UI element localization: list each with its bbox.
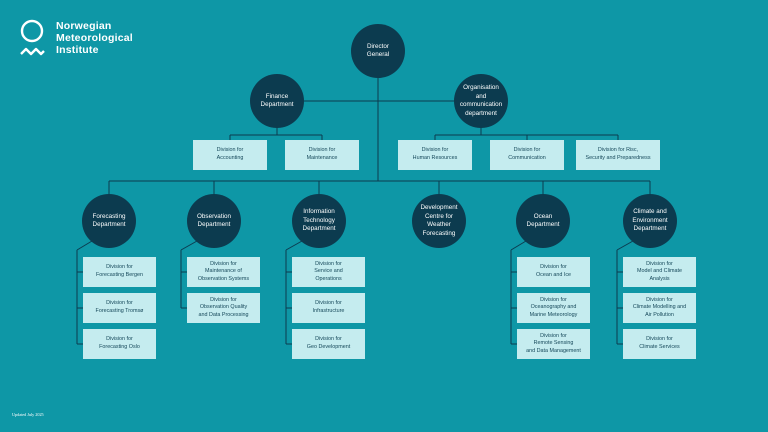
updated-date: Updated July 2025 bbox=[12, 412, 44, 417]
division-forecasting-tromso: Division for Forecasting Tromsø bbox=[83, 293, 156, 323]
institute-name: Norwegian Meteorological Institute bbox=[56, 20, 133, 57]
development-centre-node: Development Centre for Weather Forecasti… bbox=[412, 194, 466, 248]
division-service-operations: Division for Service and Operations bbox=[292, 257, 365, 287]
met-logo-icon bbox=[20, 19, 45, 56]
climate-department-node: Climate and Environment Department bbox=[623, 194, 677, 248]
division-forecasting-bergen: Division for Forecasting Bergen bbox=[83, 257, 156, 287]
division-human-resources: Division for Human Resources bbox=[398, 140, 472, 170]
director-general-node: Director General bbox=[351, 24, 405, 78]
division-observation-quality: Division for Observation Quality and Dat… bbox=[187, 293, 260, 323]
it-department-node: Information Technology Department bbox=[292, 194, 346, 248]
finance-department-node: Finance Department bbox=[250, 74, 304, 128]
division-model-climate: Division for Model and Climate Analysis bbox=[623, 257, 696, 287]
logo: Norwegian Meteorological Institute bbox=[20, 19, 155, 61]
division-remote-sensing: Division for Remote Sensing and Data Man… bbox=[517, 329, 590, 359]
connector-line bbox=[180, 240, 198, 251]
division-maintenance: Division for Maintenance bbox=[285, 140, 359, 170]
division-infrastructure: Division for Infrastructure bbox=[292, 293, 365, 323]
connector-line bbox=[76, 240, 93, 251]
ocean-department-node: Ocean Department bbox=[516, 194, 570, 248]
division-climate-services: Division for Climate Services bbox=[623, 329, 696, 359]
organisation-department-node: Organisation and communication departmen… bbox=[454, 74, 508, 128]
forecasting-department-node: Forecasting Department bbox=[82, 194, 136, 248]
division-risc-security: Division for Risc, Security and Prepared… bbox=[576, 140, 660, 170]
connector-line bbox=[616, 240, 634, 251]
observation-department-node: Observation Department bbox=[187, 194, 241, 248]
division-ocean-ice: Division for Ocean and Ice bbox=[517, 257, 590, 287]
connector-line bbox=[510, 240, 527, 251]
division-oceanography: Division for Oceanography and Marine Met… bbox=[517, 293, 590, 323]
division-communication: Division for Communication bbox=[490, 140, 564, 170]
division-observation-maintenance: Division for Maintenance of Observation … bbox=[187, 257, 260, 287]
division-forecasting-oslo: Division for Forecasting Oslo bbox=[83, 329, 156, 359]
connector-line bbox=[285, 240, 303, 251]
division-climate-modelling: Division for Climate Modelling and Air P… bbox=[623, 293, 696, 323]
division-accounting: Division for Accounting bbox=[193, 140, 267, 170]
division-geo-development: Division for Geo Development bbox=[292, 329, 365, 359]
